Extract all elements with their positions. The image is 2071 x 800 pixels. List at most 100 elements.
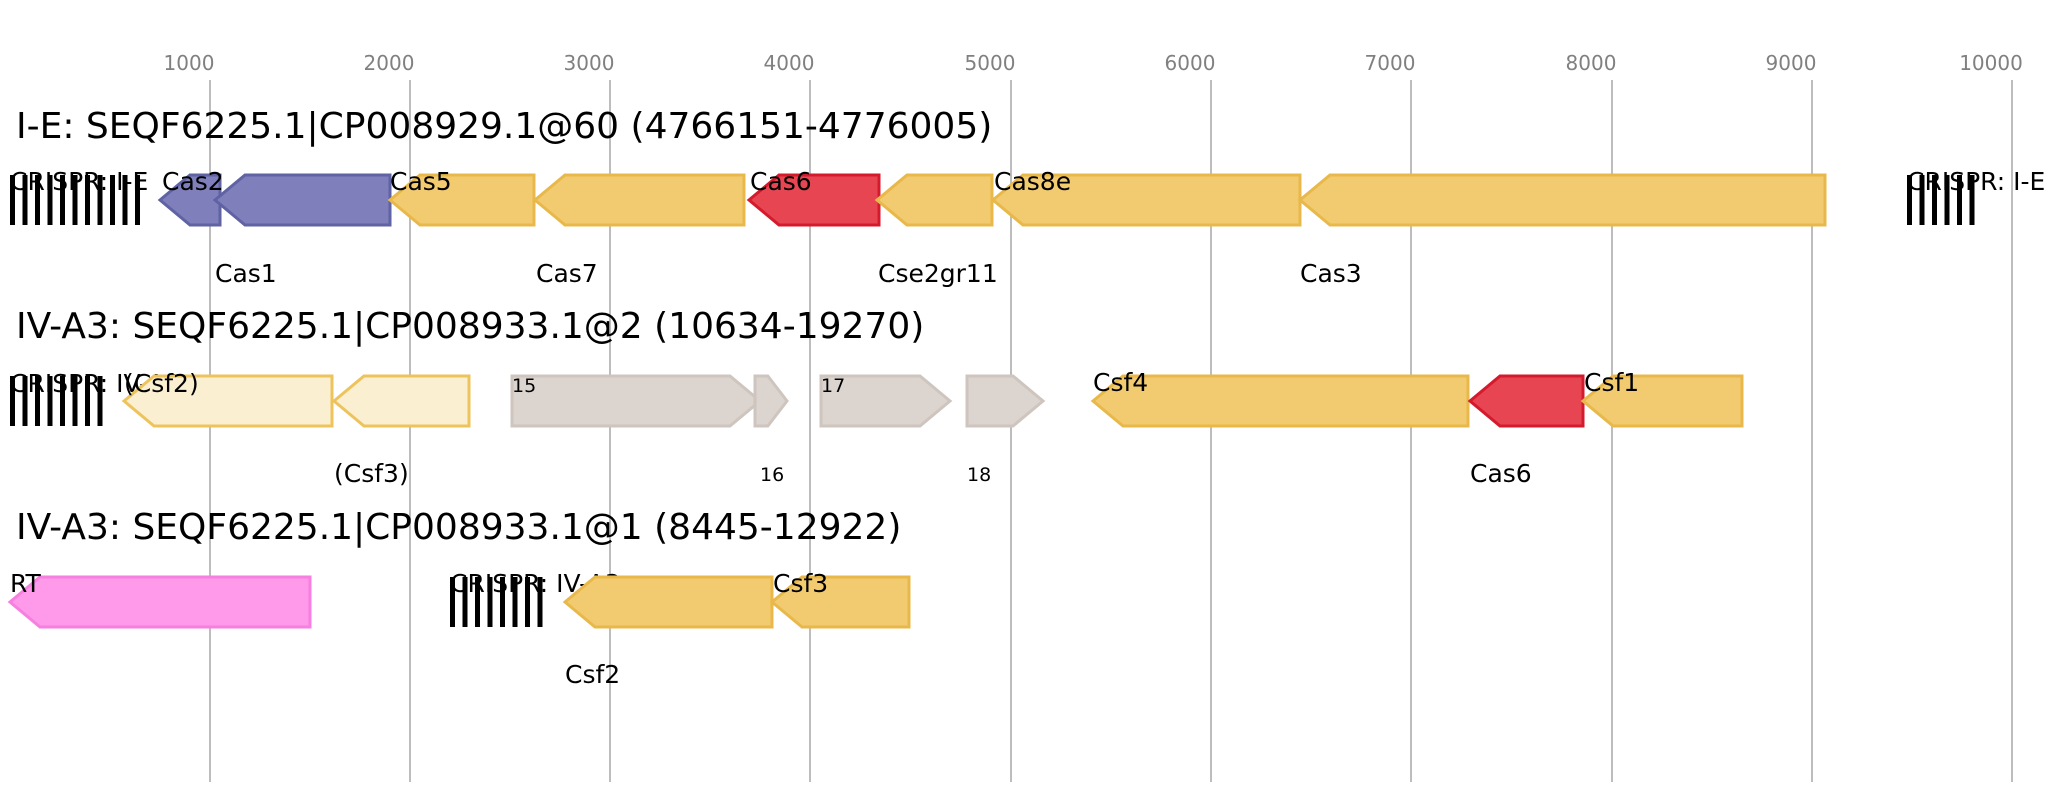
gene-label: Cas1 bbox=[215, 259, 277, 288]
gene-arrow bbox=[965, 374, 1046, 428]
crispr-repeat bbox=[10, 376, 15, 426]
crispr-repeat bbox=[85, 376, 90, 426]
gene: Csf4 bbox=[1090, 368, 1470, 428]
crispr-array: CRISPR: IV-A3 bbox=[450, 569, 621, 627]
crispr-repeat bbox=[85, 175, 90, 225]
gene-arrow bbox=[7, 575, 312, 629]
crispr-label: CRISPR: I-E bbox=[1907, 167, 2045, 196]
gene-label: Csf3 bbox=[773, 569, 828, 598]
gene: Cas6 bbox=[746, 167, 881, 227]
gene-arrow bbox=[769, 575, 911, 629]
gene-arrow bbox=[874, 173, 994, 227]
crispr-array: CRISPR: I-E bbox=[1907, 167, 2045, 225]
tick-label: 2000 bbox=[364, 51, 415, 75]
crispr-repeat bbox=[135, 175, 140, 225]
crispr-repeat bbox=[1957, 175, 1962, 225]
gene-arrow bbox=[532, 173, 746, 227]
locus-title: IV-A3: SEQF6225.1|CP008933.1@2 (10634-19… bbox=[16, 306, 924, 347]
gene: RT bbox=[7, 569, 312, 629]
loci-tracks: I-E: SEQF6225.1|CP008929.1@60 (4766151-4… bbox=[7, 106, 2045, 689]
crispr-repeat bbox=[72, 376, 78, 426]
gene-label: Csf1 bbox=[1584, 368, 1639, 397]
gene-label: Cas5 bbox=[390, 167, 452, 196]
tick-label: 9000 bbox=[1766, 51, 1817, 75]
crispr-repeat bbox=[475, 577, 480, 627]
gene-label: Csf4 bbox=[1093, 368, 1148, 397]
locus-track: IV-A3: SEQF6225.1|CP008933.1@1 (8445-129… bbox=[7, 507, 911, 689]
crispr-repeat bbox=[122, 175, 128, 225]
gene-label: Cas6 bbox=[1470, 459, 1532, 488]
gene-label: Cas6 bbox=[750, 167, 812, 196]
crispr-repeat bbox=[1907, 175, 1912, 225]
gene: 15 bbox=[510, 374, 763, 428]
gene-label: Csf2 bbox=[565, 660, 620, 689]
gene-arrow bbox=[212, 173, 392, 227]
gene-arrow bbox=[1580, 374, 1744, 428]
gene-label: 18 bbox=[967, 464, 991, 486]
crispr-repeat bbox=[60, 175, 65, 225]
gene-label: 15 bbox=[512, 375, 536, 397]
tick-label: 10000 bbox=[1959, 51, 2023, 75]
crispr-repeat bbox=[60, 376, 65, 426]
crispr-repeat bbox=[97, 376, 103, 426]
tick-label: 7000 bbox=[1365, 51, 1416, 75]
tick-label: 5000 bbox=[965, 51, 1016, 75]
crispr-label: CRISPR: I-E bbox=[10, 167, 148, 196]
crispr-repeat bbox=[512, 577, 518, 627]
tick-label: 3000 bbox=[564, 51, 615, 75]
gene: Cse2gr11 bbox=[874, 173, 998, 288]
gene: 18 bbox=[965, 374, 1046, 486]
gene-arrow bbox=[1090, 374, 1470, 428]
crispr-array: CRISPR: I-E bbox=[10, 167, 148, 225]
crispr-repeat bbox=[72, 175, 78, 225]
gene-label: 17 bbox=[821, 375, 845, 397]
gene: Csf3 bbox=[769, 569, 911, 629]
gene: Csf1 bbox=[1580, 368, 1744, 428]
gene-label: Cas2 bbox=[162, 167, 224, 196]
gene-label: Cas7 bbox=[536, 259, 598, 288]
crispr-repeat bbox=[22, 175, 28, 225]
gene-label: (Csf2) bbox=[124, 369, 199, 398]
crispr-repeat bbox=[450, 577, 455, 627]
gene-label: 16 bbox=[760, 464, 784, 486]
crispr-repeat bbox=[22, 376, 28, 426]
crispr-repeat bbox=[10, 175, 15, 225]
gene: Cas2 bbox=[157, 167, 224, 227]
locus-title: I-E: SEQF6225.1|CP008929.1@60 (4766151-4… bbox=[16, 106, 992, 147]
crispr-repeat bbox=[47, 376, 53, 426]
gene: Csf2 bbox=[562, 575, 774, 689]
gene: Cas5 bbox=[387, 167, 536, 227]
gene: 16 bbox=[753, 374, 789, 486]
crispr-repeat bbox=[487, 577, 493, 627]
gene-label: Cas8e bbox=[994, 167, 1071, 196]
locus-track: I-E: SEQF6225.1|CP008929.1@60 (4766151-4… bbox=[10, 106, 2045, 288]
crispr-repeat bbox=[1919, 175, 1925, 225]
crispr-repeat bbox=[97, 175, 103, 225]
gene: Cas6 bbox=[1467, 374, 1585, 488]
gene-arrow bbox=[562, 575, 774, 629]
gene-arrow bbox=[1467, 374, 1585, 428]
gene: Cas1 bbox=[212, 173, 392, 288]
gene-arrow bbox=[510, 374, 763, 428]
crispr-repeat bbox=[35, 175, 40, 225]
gene-arrow bbox=[819, 374, 953, 428]
gene: Cas7 bbox=[532, 173, 746, 288]
crispr-repeat bbox=[110, 175, 115, 225]
gene: (Csf2) bbox=[121, 369, 334, 428]
gene: (Csf3) bbox=[331, 374, 471, 488]
locus-title: IV-A3: SEQF6225.1|CP008933.1@1 (8445-129… bbox=[16, 507, 901, 548]
crispr-repeat bbox=[500, 577, 505, 627]
locus-track: IV-A3: SEQF6225.1|CP008933.1@2 (10634-19… bbox=[10, 306, 1744, 488]
gene: Cas8e bbox=[990, 167, 1302, 227]
tick-label: 8000 bbox=[1566, 51, 1617, 75]
gene-arrow bbox=[331, 374, 471, 428]
gene: Cas3 bbox=[1297, 173, 1827, 288]
crispr-repeat bbox=[1944, 175, 1950, 225]
tick-label: 1000 bbox=[164, 51, 215, 75]
crispr-repeat bbox=[462, 577, 468, 627]
gene-label: (Csf3) bbox=[334, 459, 409, 488]
crispr-repeat bbox=[35, 376, 40, 426]
tick-label: 6000 bbox=[1165, 51, 1216, 75]
